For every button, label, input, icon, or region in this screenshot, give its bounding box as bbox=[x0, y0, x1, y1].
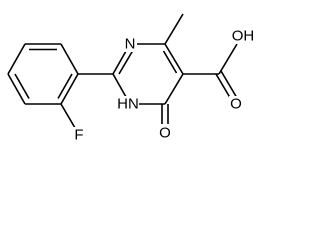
methyl-bond bbox=[164, 13, 184, 45]
benzene-double-2 bbox=[14, 73, 30, 99]
o-acid-bg bbox=[229, 96, 243, 112]
benzene-bond-1 bbox=[60, 43, 79, 75]
ring-double-c2-n3 bbox=[118, 48, 135, 75]
oh-bg bbox=[230, 28, 256, 44]
ring-bond-c4-c5 bbox=[164, 43, 184, 75]
structure-svg: N HN O OH O F bbox=[7, 13, 256, 144]
o-keto-label: O bbox=[159, 125, 171, 142]
ring-bond-c5-c6 bbox=[164, 73, 184, 105]
molecule-diagram: N HN O OH O F bbox=[7, 13, 256, 144]
benzene-double-3 bbox=[57, 73, 73, 99]
fluorine-bg bbox=[73, 127, 85, 143]
benzene-bond-4 bbox=[7, 73, 26, 105]
fluorine-label: F bbox=[74, 127, 83, 144]
oh-label: OH bbox=[232, 28, 255, 45]
cooh-c-o-bond-2 bbox=[220, 70, 238, 99]
nh-label: HN bbox=[117, 96, 139, 113]
o-acid-label: O bbox=[230, 96, 242, 113]
benzene-bond-6 bbox=[60, 73, 79, 105]
nh-bg bbox=[117, 96, 139, 112]
n-ring-bg bbox=[123, 36, 137, 52]
n-ring-label: N bbox=[125, 36, 136, 53]
ring-double-c4-c5 bbox=[162, 50, 178, 74]
cooh-c-oh-bond bbox=[218, 43, 238, 75]
o-keto-bg bbox=[158, 124, 172, 140]
benzene-bond-3 bbox=[7, 43, 26, 75]
